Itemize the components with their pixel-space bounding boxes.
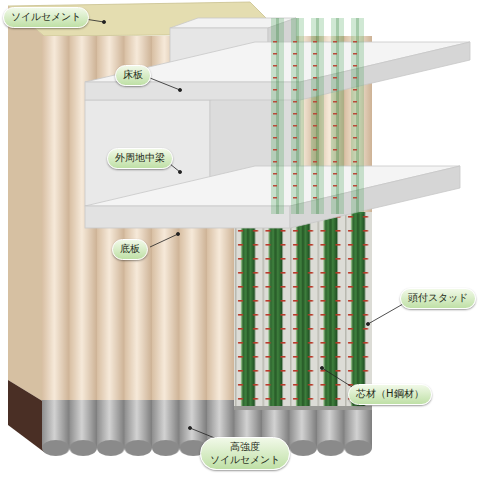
callout-text: ソイルセメント: [11, 11, 81, 24]
callout-text: 外周地中梁: [115, 152, 165, 165]
floor-slab-front: [85, 82, 300, 100]
callout-text: 床板: [123, 69, 143, 82]
left-face-base: [8, 380, 44, 452]
callout-text: 芯材（H鋼材）: [356, 388, 424, 401]
callout-text: 頭付スタッド: [408, 292, 468, 305]
bottom-slab-front: [85, 206, 290, 228]
callout-badge: 頭付スタッド: [400, 288, 476, 309]
callout-badge: 高強度 ソイルセメント: [200, 437, 290, 470]
callout-text: 高強度 ソイルセメント: [208, 441, 282, 466]
steel-through-slab: [268, 18, 368, 214]
callout-text: 底板: [120, 243, 140, 256]
callout-badge: 芯材（H鋼材）: [348, 384, 432, 405]
callout-badge: ソイルセメント: [3, 7, 89, 28]
slab-studs: [268, 40, 368, 200]
callout-badge: 外周地中梁: [107, 148, 173, 169]
h-steel-cores: [234, 212, 372, 408]
callout-badge: 底板: [112, 239, 148, 260]
left-face: [8, 6, 44, 402]
callout-badge: 床板: [115, 65, 151, 86]
stud-marks: [234, 212, 372, 408]
leader-lines: [72, 17, 410, 445]
cut-edge: [234, 406, 372, 410]
